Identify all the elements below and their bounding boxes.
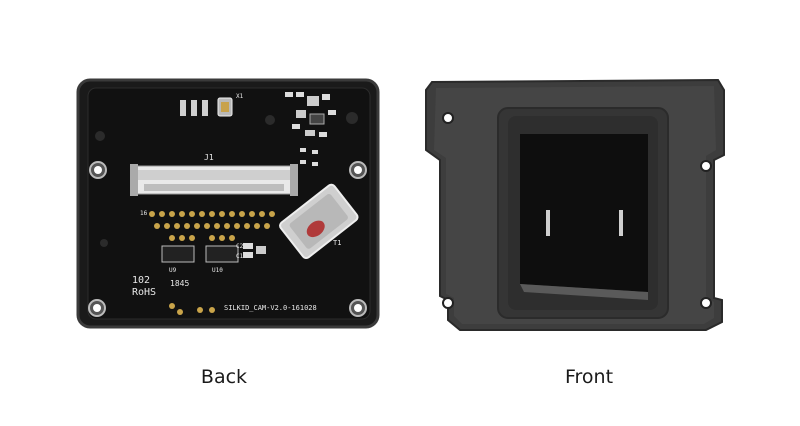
housing-holes xyxy=(442,112,712,309)
caption-front: Front xyxy=(564,366,614,388)
label-x1: X1 xyxy=(236,93,244,100)
label-rohs: RoHS xyxy=(132,287,156,298)
sensor-window xyxy=(520,134,648,300)
transformer xyxy=(279,183,359,260)
label-t1: T1 xyxy=(333,239,341,247)
sensor-housing xyxy=(425,78,725,331)
mounting-holes xyxy=(88,112,367,317)
label-part: 102 xyxy=(132,275,150,286)
caption-back: Back xyxy=(200,366,248,388)
smd-components-top xyxy=(180,92,336,166)
ic-chips xyxy=(161,243,266,263)
label-date-code: 1845 xyxy=(170,279,189,288)
fpc-connector xyxy=(130,164,298,196)
label-u10: U10 xyxy=(212,267,223,274)
label-pin: 16 xyxy=(140,210,148,217)
label-c1: C1 xyxy=(236,253,244,260)
label-model: SILKID_CAM-V2.0-161028 xyxy=(224,304,317,312)
label-j1: J1 xyxy=(204,153,214,162)
pcb-board: J1 16 U9 U10 C2 C1 T1 X1 102 RoHS 1845 S… xyxy=(76,78,380,329)
gold-pads xyxy=(149,211,275,315)
label-u9: U9 xyxy=(169,267,177,274)
label-c2: C2 xyxy=(236,243,244,250)
